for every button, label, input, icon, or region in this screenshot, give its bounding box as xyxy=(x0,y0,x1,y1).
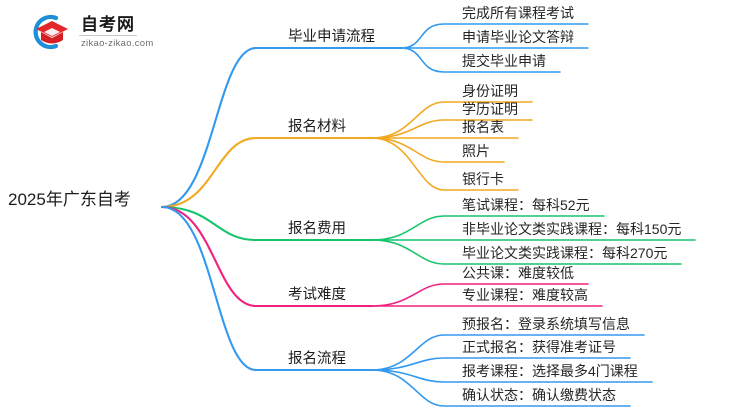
mindmap-branch-node-3[interactable]: 报名费用 xyxy=(288,221,346,237)
mindmap-leaf-node[interactable]: 身份证明 xyxy=(462,83,518,99)
mindmap-leaf-node[interactable]: 预报名：登录系统填写信息 xyxy=(462,316,630,332)
mindmap-branch-node-2[interactable]: 报名材料 xyxy=(288,119,346,135)
mindmap-leaf-node[interactable]: 学历证明 xyxy=(462,101,518,117)
mindmap-leaf-node[interactable]: 银行卡 xyxy=(462,171,504,187)
mindmap-leaf-node[interactable]: 提交毕业申请 xyxy=(462,53,546,69)
mindmap-leaf-node[interactable]: 公共课：难度较低 xyxy=(462,265,574,281)
mindmap-leaf-node[interactable]: 报名表 xyxy=(462,119,504,135)
mindmap-leaf-node[interactable]: 专业课程：难度较高 xyxy=(462,287,588,303)
mindmap-leaf-node[interactable]: 照片 xyxy=(462,143,490,159)
mindmap-leaf-node[interactable]: 申请毕业论文答辩 xyxy=(462,29,574,45)
logo-text: 自考网 zikao-zikao.com xyxy=(79,16,154,49)
mindmap-leaf-node[interactable]: 报考课程：选择最多4门课程 xyxy=(462,363,638,379)
mindmap-leaf-node[interactable]: 毕业论文类实践课程：每科270元 xyxy=(462,245,668,261)
logo-title: 自考网 xyxy=(79,14,137,36)
logo-subtitle: zikao-zikao.com xyxy=(81,37,154,49)
mindmap-leaf-node[interactable]: 非毕业论文类实践课程：每科150元 xyxy=(462,221,682,237)
mindmap-branch-node-4[interactable]: 考试难度 xyxy=(288,287,346,303)
mindmap-leaf-node[interactable]: 确认状态：确认缴费状态 xyxy=(462,387,616,403)
mindmap-leaf-node[interactable]: 正式报名：获得准考证号 xyxy=(462,339,616,355)
graduation-cap-icon xyxy=(30,12,72,52)
mindmap-leaf-node[interactable]: 完成所有课程考试 xyxy=(462,5,574,21)
mindmap-leaf-node[interactable]: 笔试课程：每科52元 xyxy=(462,197,590,213)
mindmap-branch-node-5[interactable]: 报名流程 xyxy=(288,351,346,367)
mindmap-branch-node-1[interactable]: 毕业申请流程 xyxy=(288,29,375,45)
site-logo: 自考网 zikao-zikao.com xyxy=(30,12,154,52)
mindmap-root-node[interactable]: 2025年广东自考 xyxy=(8,190,131,209)
